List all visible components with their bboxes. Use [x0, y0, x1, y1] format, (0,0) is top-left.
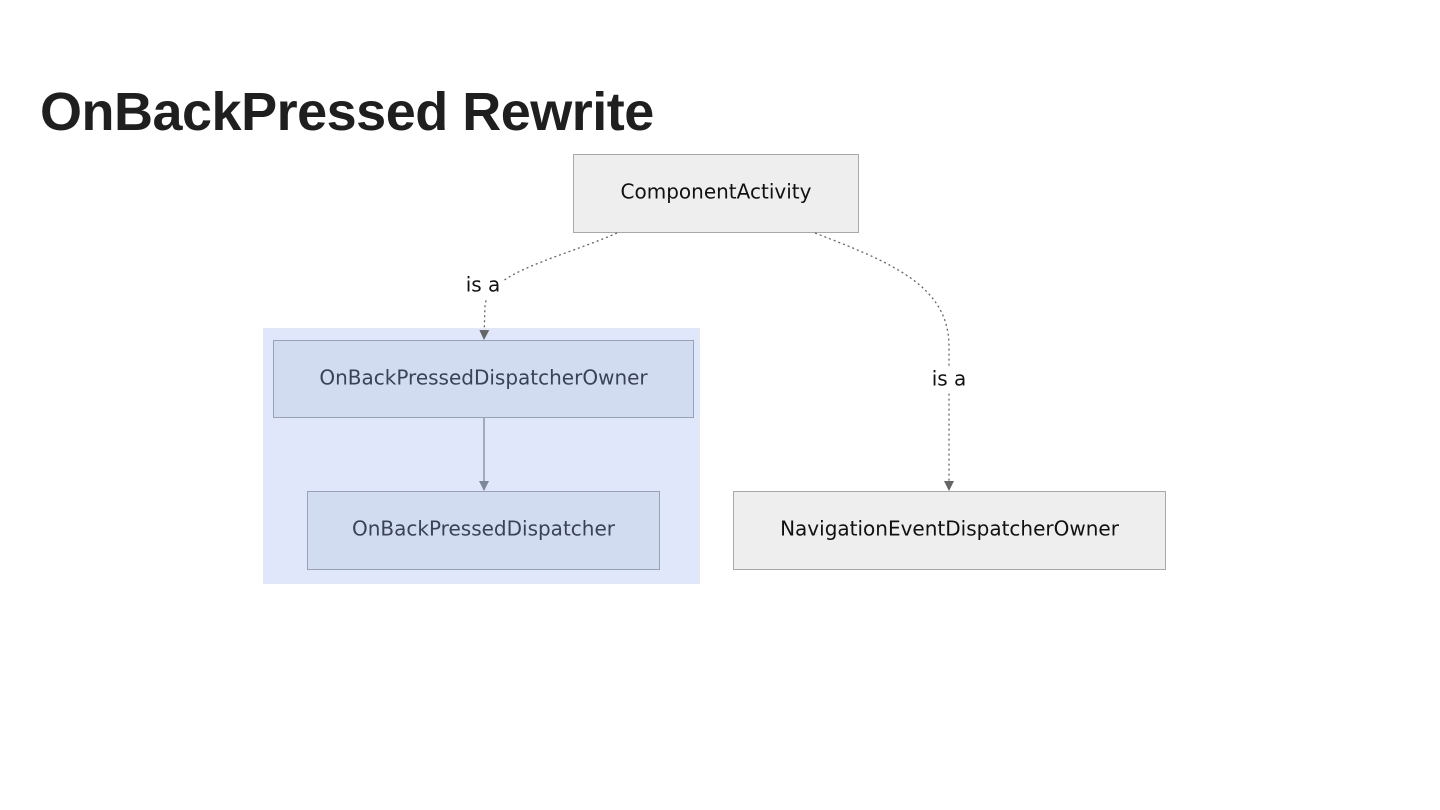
edge-activity-to-dispatcher-owner [479, 232, 618, 340]
node-label: NavigationEventDispatcherOwner [780, 517, 1120, 541]
node-label: ComponentActivity [621, 180, 812, 204]
node-dispatcher[interactable]: OnBackPressedDispatcher [307, 491, 660, 570]
node-label: OnBackPressedDispatcher [352, 517, 616, 541]
edge-label-left: is a [466, 273, 501, 297]
edge-activity-to-navigation-owner [814, 232, 954, 491]
node-navigation-owner[interactable]: NavigationEventDispatcherOwner [733, 491, 1166, 570]
edge-label-bg [929, 366, 969, 392]
node-box [307, 491, 660, 570]
node-box [733, 491, 1166, 570]
node-dispatcher-owner[interactable]: OnBackPressedDispatcherOwner [273, 340, 694, 418]
node-component-activity[interactable]: ComponentActivity [573, 154, 859, 233]
node-box [573, 154, 859, 233]
node-label: OnBackPressedDispatcherOwner [319, 366, 648, 390]
node-box [273, 340, 694, 418]
edge-label-right: is a [932, 367, 967, 391]
slide-title: OnBackPressed Rewrite [40, 82, 654, 142]
edge-label-bg [463, 272, 503, 298]
